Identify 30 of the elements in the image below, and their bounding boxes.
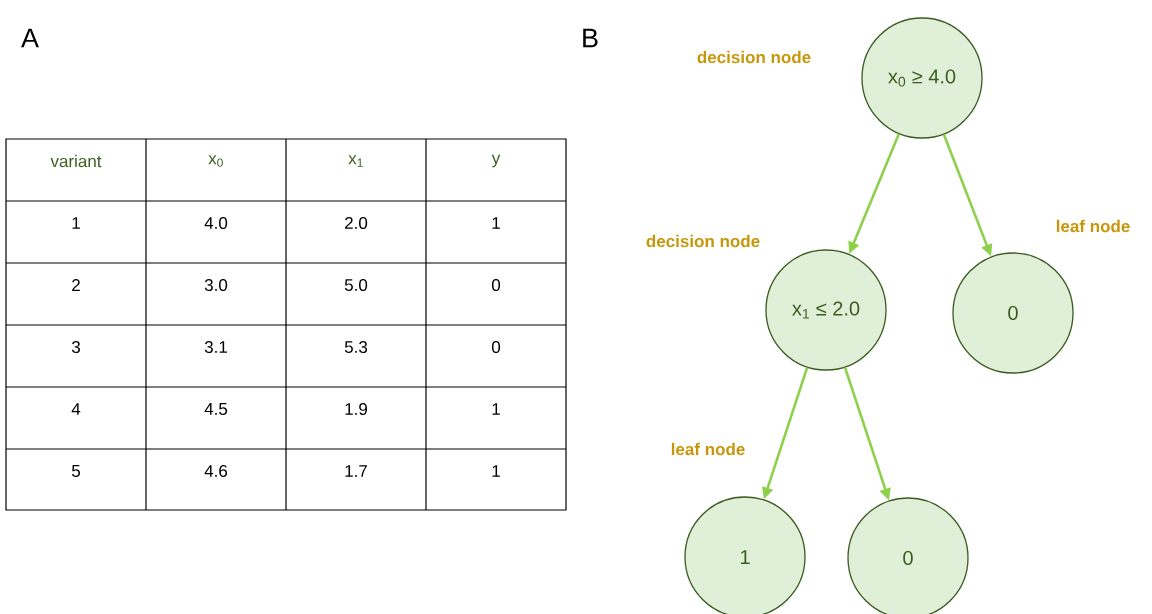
panel-letter: B: [583, 28, 598, 48]
cell-value: 3.0: [204, 279, 228, 292]
column-header: variant: [50, 154, 102, 168]
cell-value: 3.1: [204, 341, 227, 354]
cell-value: 1: [492, 403, 500, 415]
column-header: y: [491, 154, 501, 168]
cell-value: 5: [71, 465, 80, 477]
panel-letter: A: [21, 28, 39, 48]
node-type-label: decision node: [697, 50, 811, 64]
cell-value: 1: [72, 217, 80, 229]
node-type-label: decision node: [646, 234, 760, 248]
cell-value: 4.0: [204, 217, 228, 230]
cell-value: 1.9: [345, 403, 367, 416]
node-type-label: leaf node: [671, 442, 745, 456]
cell-value: 4.5: [204, 403, 228, 415]
cell-value: 1: [492, 217, 500, 229]
node-type-label: leaf node: [1056, 219, 1130, 233]
cell-value: 2.0: [345, 217, 368, 230]
cell-value: 0: [491, 279, 501, 292]
cell-value: 1.7: [345, 465, 367, 477]
cell-value: 5.0: [344, 279, 368, 292]
cell-value: 5.3: [344, 341, 368, 354]
cell-value: 3: [71, 341, 80, 354]
cell-value: 1: [492, 465, 500, 477]
cell-value: 0: [491, 341, 501, 354]
cell-value: 4: [71, 403, 81, 415]
column-header: x$_{1}$: [348, 155, 363, 167]
cell-value: 4.6: [204, 465, 228, 478]
cell-value: 2: [72, 279, 80, 291]
column-header: x$_{0}$: [208, 155, 223, 167]
